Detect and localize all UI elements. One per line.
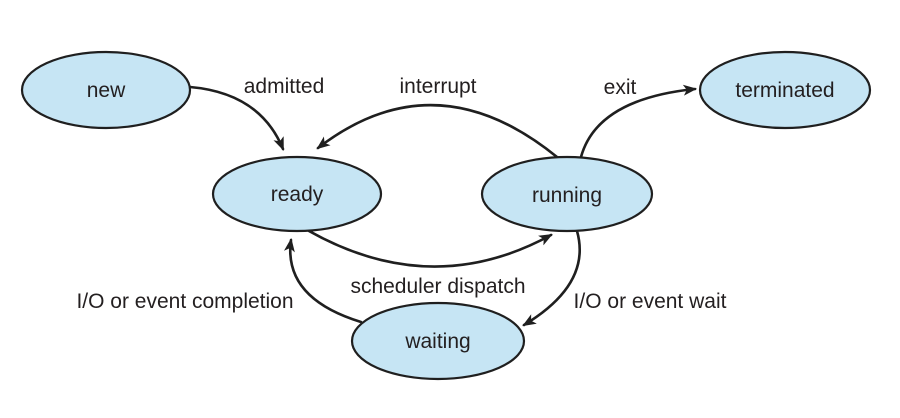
edge-label-exit: exit bbox=[604, 76, 637, 99]
state-ellipse-waiting bbox=[350, 301, 526, 381]
state-label-terminated: terminated bbox=[735, 79, 834, 102]
state-ellipse-ready bbox=[211, 155, 383, 233]
edge-label-io-wait: I/O or event wait bbox=[574, 290, 727, 313]
edge-interrupt-arrow bbox=[316, 103, 559, 159]
edge-label-scheduler-dispatch: scheduler dispatch bbox=[350, 275, 525, 298]
state-label-new: new bbox=[87, 79, 126, 102]
state-node-ready: ready bbox=[211, 155, 383, 233]
edge-admitted-arrow bbox=[188, 85, 285, 151]
state-node-terminated: terminated bbox=[698, 50, 872, 130]
edge-exit-arrow bbox=[579, 84, 698, 159]
state-label-waiting: waiting bbox=[404, 330, 470, 353]
edge-io-completion-arrow bbox=[283, 237, 363, 324]
edge-label-io-completion: I/O or event completion bbox=[76, 290, 293, 313]
state-node-new: new bbox=[20, 50, 192, 130]
edge-io-wait-arrow bbox=[522, 229, 581, 327]
edge-label-interrupt: interrupt bbox=[399, 75, 476, 98]
state-ellipse-new bbox=[20, 50, 192, 130]
state-ellipse-terminated bbox=[698, 50, 872, 130]
edge-label-admitted: admitted bbox=[244, 75, 325, 98]
state-node-running: running bbox=[480, 155, 654, 233]
state-label-ready: ready bbox=[271, 183, 324, 206]
state-ellipse-running bbox=[480, 155, 654, 233]
edge-scheduler-dispatch-arrow bbox=[307, 229, 553, 268]
state-label-running: running bbox=[532, 184, 602, 207]
state-node-waiting: waiting bbox=[350, 301, 526, 381]
